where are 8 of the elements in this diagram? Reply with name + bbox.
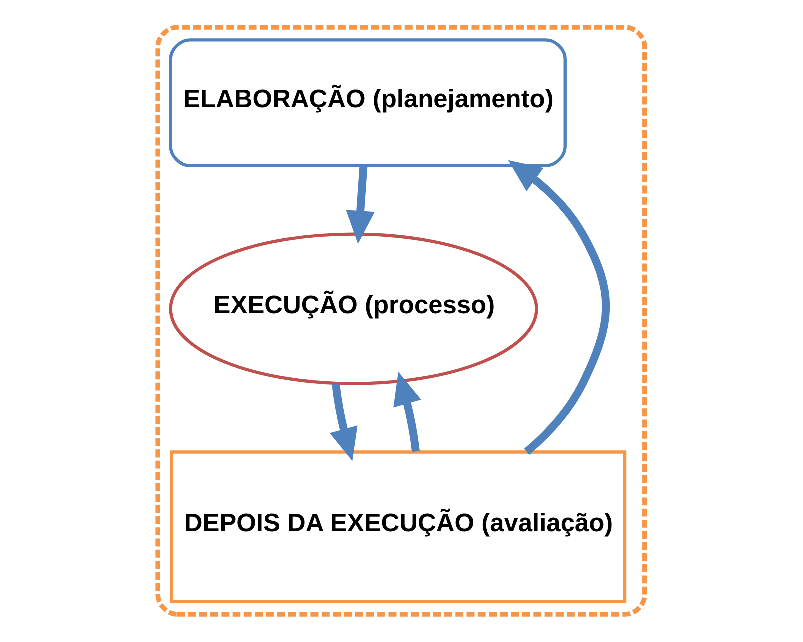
arrow (394, 372, 422, 452)
node-box: ELABORAÇÃO (planejamento) (169, 38, 567, 168)
cluster (156, 25, 648, 617)
arrow (346, 166, 375, 244)
node-box: DEPOIS DA EXECUÇÃO (avaliação) (170, 450, 627, 604)
arrow (330, 384, 358, 462)
node-ellipse: EXECUÇÃO (processo) (169, 232, 538, 386)
arrow (508, 160, 610, 455)
